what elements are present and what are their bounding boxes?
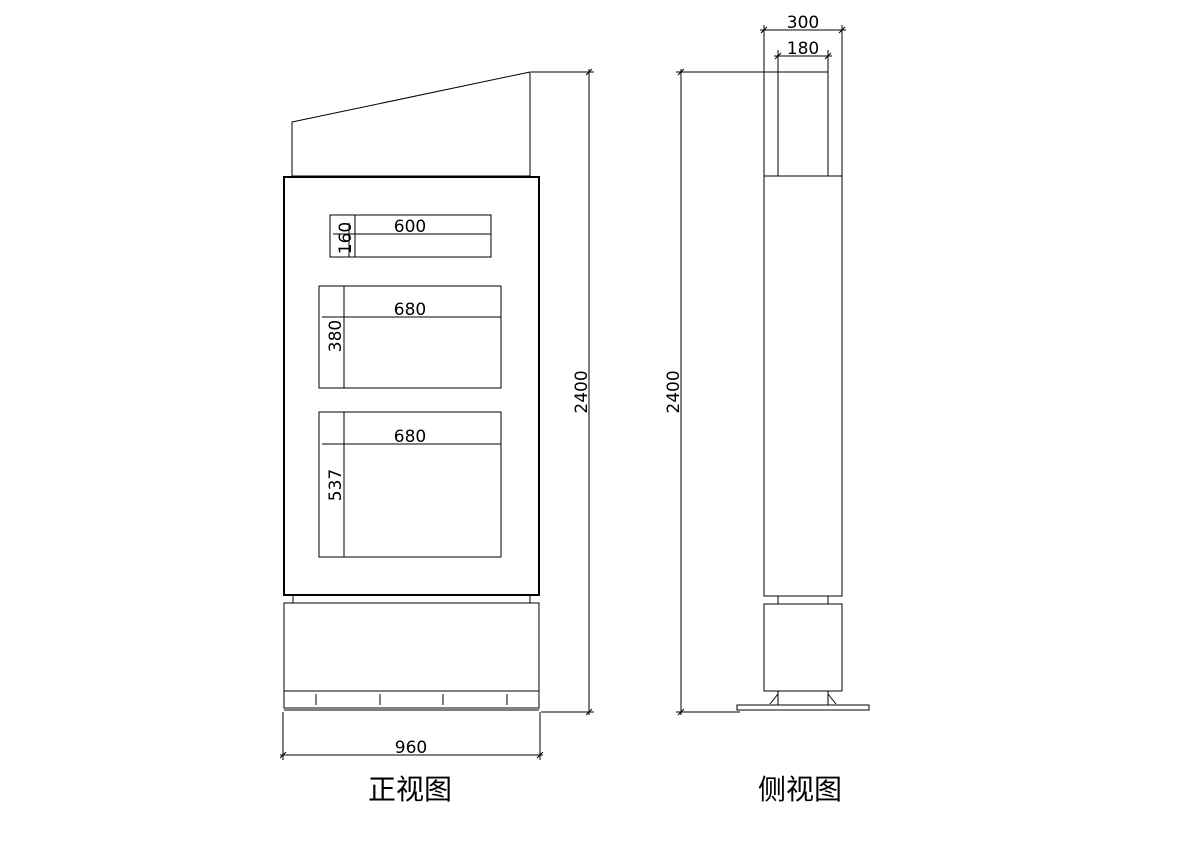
- panel-3-height-label: 537: [326, 469, 346, 501]
- front-view-caption: 正视图: [368, 773, 453, 806]
- panel-2-height-label: 380: [326, 320, 346, 352]
- front-base: [283, 602, 540, 692]
- side-overall-height-label: 2400: [664, 370, 684, 413]
- panel-3: [318, 411, 502, 558]
- panel-2: [318, 285, 502, 389]
- front-sloped-top: [291, 71, 531, 177]
- panel-1-width-label: 600: [394, 217, 426, 237]
- front-base-plate: [283, 690, 540, 709]
- side-top-section: [777, 71, 829, 177]
- side-view: 300 180 2400: [664, 13, 870, 716]
- side-view-caption: 侧视图: [758, 773, 843, 806]
- front-view: 600 160 680 380 680 537 960 2400: [279, 68, 594, 760]
- panel-1-height-label: 160: [336, 222, 356, 254]
- side-main-body: [763, 175, 843, 597]
- panel-1: [329, 214, 492, 258]
- front-overall-height-label: 2400: [572, 370, 592, 413]
- overall-width-label: 960: [395, 738, 427, 758]
- side-foot-plate: [736, 704, 870, 711]
- inner-depth-label: 180: [787, 39, 819, 59]
- panel-3-width-label: 680: [394, 427, 426, 447]
- panel-2-width-label: 680: [394, 300, 426, 320]
- side-neck: [777, 595, 829, 605]
- front-neck: [292, 594, 531, 604]
- side-base: [763, 603, 843, 692]
- side-pedestal: [777, 690, 829, 706]
- outer-depth-label: 300: [787, 13, 819, 33]
